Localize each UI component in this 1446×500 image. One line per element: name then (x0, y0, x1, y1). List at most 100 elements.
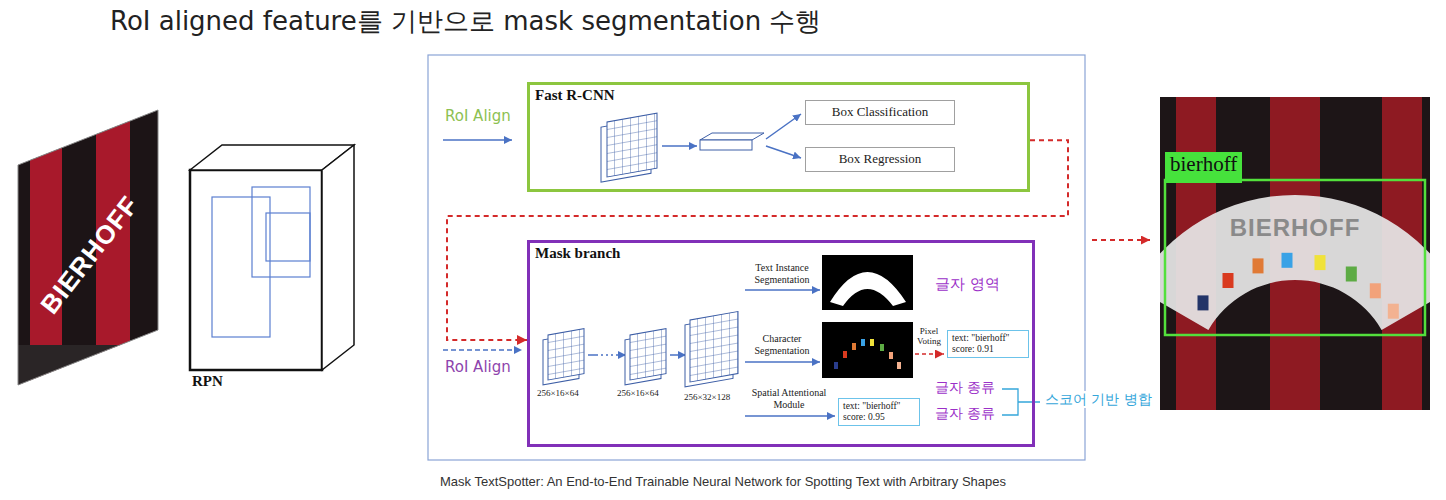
figure-part (0, 345, 170, 405)
fast-rcnn-box: Fast R-CNNBox ClassificationBox Regressi… (527, 82, 1030, 192)
figure-part (607, 113, 657, 177)
flow-arrow (766, 146, 801, 158)
roi-align-label: RoI Align (445, 358, 511, 376)
instance-mask-shape (830, 272, 906, 306)
flow-arrow (588, 354, 598, 356)
flow-arrow (745, 361, 820, 363)
figure-part (685, 316, 733, 386)
output-box: Box Classification (805, 100, 955, 125)
flow-arrow (745, 289, 820, 291)
figure-part (1370, 283, 1381, 298)
figure-part (1282, 253, 1293, 268)
node-text: Box Classification (816, 104, 944, 121)
character-mask (822, 322, 913, 378)
figure-part (690, 312, 738, 382)
block-part (212, 197, 270, 337)
feature-map (625, 329, 666, 385)
instance-mask (822, 255, 913, 310)
flow-arrow (616, 354, 626, 356)
node-text: RPN (192, 373, 368, 390)
figure-part (1346, 267, 1357, 282)
block-part (322, 145, 354, 370)
feature-map (543, 329, 584, 385)
result-box: text: "bierhoff" score: 0.91 (947, 330, 1029, 358)
figure-part (1176, 97, 1216, 410)
output-box: Box Regression (805, 147, 955, 172)
figure-part (861, 339, 865, 346)
block-part (266, 213, 310, 261)
detection-box (1165, 180, 1425, 335)
figure-part (1270, 97, 1320, 410)
output-arrow (1092, 239, 1150, 241)
figure-caption: Mask TextSpotter: An End-to-End Trainabl… (0, 474, 1446, 489)
figure-part (1382, 97, 1422, 410)
photo-text: BIERHOFF (34, 190, 145, 320)
figure-part (1198, 295, 1209, 310)
figure-part (1160, 195, 1430, 330)
step-name: Pixel Voting (913, 326, 945, 347)
pipeline-frame (428, 55, 1085, 460)
figure-part (870, 339, 874, 346)
figure-part (1223, 273, 1234, 288)
figure-part (625, 334, 661, 385)
flow-arrow (670, 354, 686, 356)
roi-align-label: RoI Align (445, 107, 511, 125)
feature-map (685, 312, 738, 387)
figure-part (1160, 97, 1430, 410)
figure-part (1253, 258, 1264, 273)
roi-arrow (443, 349, 522, 351)
flow-arrow (745, 415, 835, 417)
flow-arrow (766, 114, 801, 139)
annotation: 글자 종류 (935, 405, 995, 422)
output-name: Text Instance Segmentation (742, 262, 822, 285)
slide-title: RoI aligned feature를 기반으로 mask segmentat… (110, 4, 821, 39)
figure-part (548, 329, 584, 380)
figure-part (1388, 304, 1399, 319)
figure-part (0, 100, 170, 400)
tensor-size: 256×32×128 (684, 392, 730, 403)
node-text: text: "bierhoff" score: 0.95 (843, 401, 915, 423)
result-photo (1160, 97, 1430, 410)
figure-part (1315, 255, 1326, 270)
result-box: text: "bierhoff" score: 0.95 (838, 398, 920, 426)
tensor-size: 256×16×64 (617, 388, 659, 399)
rpn-block: RPN (182, 135, 368, 400)
figure-part (889, 352, 893, 359)
detection-tag: bierhoff (1165, 152, 1242, 183)
photo-text: BIERHOFF (1230, 214, 1361, 243)
figure-part (30, 100, 62, 400)
block-shape (182, 135, 362, 400)
fc-layer (700, 133, 764, 140)
node-text: text: "bierhoff" score: 0.91 (952, 333, 1024, 355)
figure-part (852, 343, 856, 350)
roi-arrow (443, 139, 512, 141)
annotation: 스코어 기반 병합 (1043, 391, 1154, 408)
node-text: Mask branch (535, 245, 1027, 262)
fc-layer (700, 140, 752, 150)
input-photo (0, 100, 170, 405)
voting-arrow (915, 353, 944, 355)
annotation: 글자 영역 (935, 275, 1000, 293)
output-name: Character Segmentation (742, 333, 822, 356)
flow-dots (601, 354, 614, 356)
photo-outline (18, 110, 158, 385)
figure-part (630, 329, 666, 380)
figure-part (880, 344, 884, 351)
character-mask-dots (834, 339, 901, 369)
annotation: 글자 종류 (935, 379, 995, 396)
node-text: Box Regression (816, 151, 944, 168)
figure-part (543, 334, 579, 385)
feature-map (601, 113, 657, 182)
figure-part (843, 351, 847, 358)
flow-arrow (662, 145, 697, 147)
figure-part (897, 362, 901, 369)
figure-part (601, 118, 651, 182)
node-text: bierhoff (1170, 152, 1237, 177)
block-part (190, 170, 322, 370)
tensor-size: 256×16×64 (537, 388, 579, 399)
output-name: Spatial Attentional Module (742, 387, 836, 410)
block-part (252, 187, 310, 277)
figure-part (834, 362, 838, 369)
